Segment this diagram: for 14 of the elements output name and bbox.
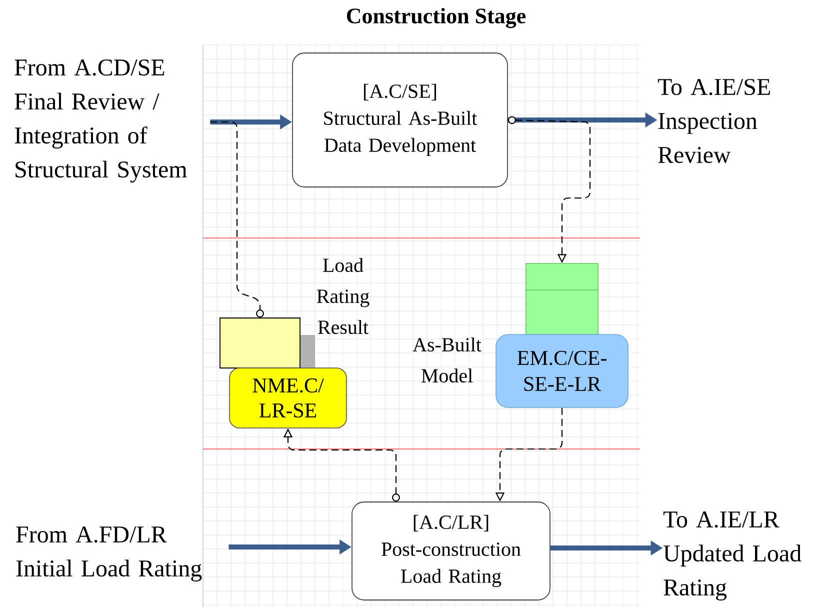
flow-text: To A.IE/LR Updated Load Rating: [663, 511, 802, 600]
model-box: EM.C/CE- SE-E-LR: [496, 334, 628, 408]
caption-text: Load Rating Result: [316, 258, 370, 334]
flow-text: From A.FD/LR Initial Load Rating: [16, 526, 202, 582]
flow-text: From A.CD/SE Final Review / Integration of Structural System: [14, 59, 187, 183]
process-box: [A.C/LR] Post-construction Load Rating: [352, 502, 550, 600]
title: Construction Stage: [346, 8, 526, 28]
entity-box: NME.C/ LR-SE: [229, 368, 347, 428]
flow-text: To A.IE/SE Inspection Review: [658, 78, 770, 164]
data-store: [525, 263, 599, 335]
process-box: [A.C/SE] Structural As-Built Data Development: [292, 52, 508, 188]
document-shape: [220, 318, 315, 368]
caption-text: As-Built Model: [412, 337, 482, 383]
arrow: [210, 121, 264, 318]
